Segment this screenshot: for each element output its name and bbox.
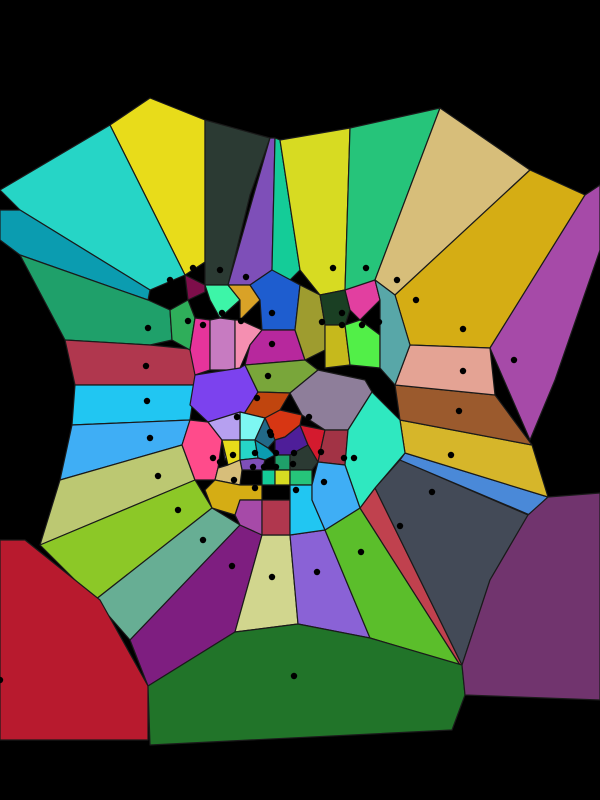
voronoi-site-point	[229, 451, 237, 459]
voronoi-site-point	[459, 367, 467, 375]
voronoi-site-point	[230, 476, 238, 484]
voronoi-site-point	[350, 454, 358, 462]
voronoi-site-point	[143, 397, 151, 405]
voronoi-cell	[289, 444, 319, 471]
voronoi-site-point	[320, 478, 328, 486]
voronoi-site-point	[268, 340, 276, 348]
voronoi-site-point	[209, 454, 217, 462]
voronoi-site-point	[146, 434, 154, 442]
voronoi-site-point	[228, 562, 236, 570]
voronoi-site-point	[455, 407, 463, 415]
voronoi-cell	[64, 339, 201, 386]
voronoi-cell	[234, 499, 263, 536]
voronoi-site-point	[290, 449, 298, 457]
voronoi-site-point	[292, 486, 300, 494]
voronoi-site-point	[272, 463, 280, 471]
voronoi-cell	[319, 289, 351, 326]
voronoi-site-point	[447, 451, 455, 459]
voronoi-site-point	[338, 321, 346, 329]
voronoi-site-point	[268, 309, 276, 317]
voronoi-site-point	[375, 318, 383, 326]
voronoi-cell	[274, 469, 291, 486]
voronoi-site-point	[251, 484, 259, 492]
voronoi-site-point	[166, 276, 174, 284]
voronoi-site-point	[233, 413, 241, 421]
voronoi-site-point	[251, 449, 259, 457]
voronoi-site-point	[142, 362, 150, 370]
voronoi-site-point	[358, 321, 366, 329]
voronoi-cell	[374, 279, 411, 386]
voronoi-cell	[204, 119, 271, 286]
voronoi-cell	[209, 317, 236, 371]
voronoi-site-point	[154, 472, 162, 480]
voronoi-cell	[227, 284, 261, 321]
voronoi-site-point	[318, 318, 326, 326]
voronoi-site-point	[393, 276, 401, 284]
voronoi-site-point	[290, 672, 298, 680]
voronoi-site-point	[0, 676, 4, 684]
voronoi-site-point	[272, 487, 280, 495]
voronoi-cell	[289, 469, 313, 486]
voronoi-site-point	[289, 460, 297, 468]
voronoi-site-point	[313, 568, 321, 576]
voronoi-site-point	[189, 264, 197, 272]
voronoi-site-point	[264, 372, 272, 380]
voronoi-site-point	[242, 273, 250, 281]
voronoi-site-point	[249, 463, 257, 471]
voronoi-site-point	[174, 506, 182, 514]
voronoi-cell	[344, 279, 381, 321]
voronoi-cell	[261, 499, 291, 536]
voronoi-site-point	[428, 488, 436, 496]
voronoi-site-point	[305, 413, 313, 421]
voronoi-site-point	[296, 273, 304, 281]
voronoi-site-point	[199, 536, 207, 544]
voronoi-site-point	[272, 449, 280, 457]
voronoi-cell	[71, 384, 196, 426]
voronoi-site-point	[253, 394, 261, 402]
voronoi-site-point	[357, 548, 365, 556]
voronoi-site-point	[510, 356, 518, 364]
voronoi-site-point	[362, 264, 370, 272]
voronoi-site-point	[156, 296, 164, 304]
voronoi-site-point	[340, 454, 348, 462]
voronoi-site-point	[144, 324, 152, 332]
voronoi-site-point	[267, 431, 275, 439]
voronoi-cell	[261, 469, 276, 486]
voronoi-site-point	[338, 309, 346, 317]
voronoi-site-point	[459, 325, 467, 333]
voronoi-site-point	[216, 458, 224, 466]
voronoi-site-point	[260, 463, 268, 471]
voronoi-site-point	[184, 317, 192, 325]
voronoi-site-point	[412, 296, 420, 304]
voronoi-site-point	[317, 448, 325, 456]
voronoi-site-point	[329, 264, 337, 272]
voronoi-site-point	[268, 573, 276, 581]
voronoi-cell	[0, 124, 186, 291]
voronoi-cell	[271, 137, 301, 286]
voronoi-site-point	[199, 321, 207, 329]
voronoi-site-point	[216, 266, 224, 274]
voronoi-cell	[461, 492, 600, 701]
voronoi-site-point	[396, 522, 404, 530]
voronoi-cell	[254, 439, 276, 461]
voronoi-site-point	[237, 317, 245, 325]
voronoi-cell	[184, 274, 206, 301]
voronoi-site-point	[218, 309, 226, 317]
voronoi-cell	[204, 284, 241, 319]
